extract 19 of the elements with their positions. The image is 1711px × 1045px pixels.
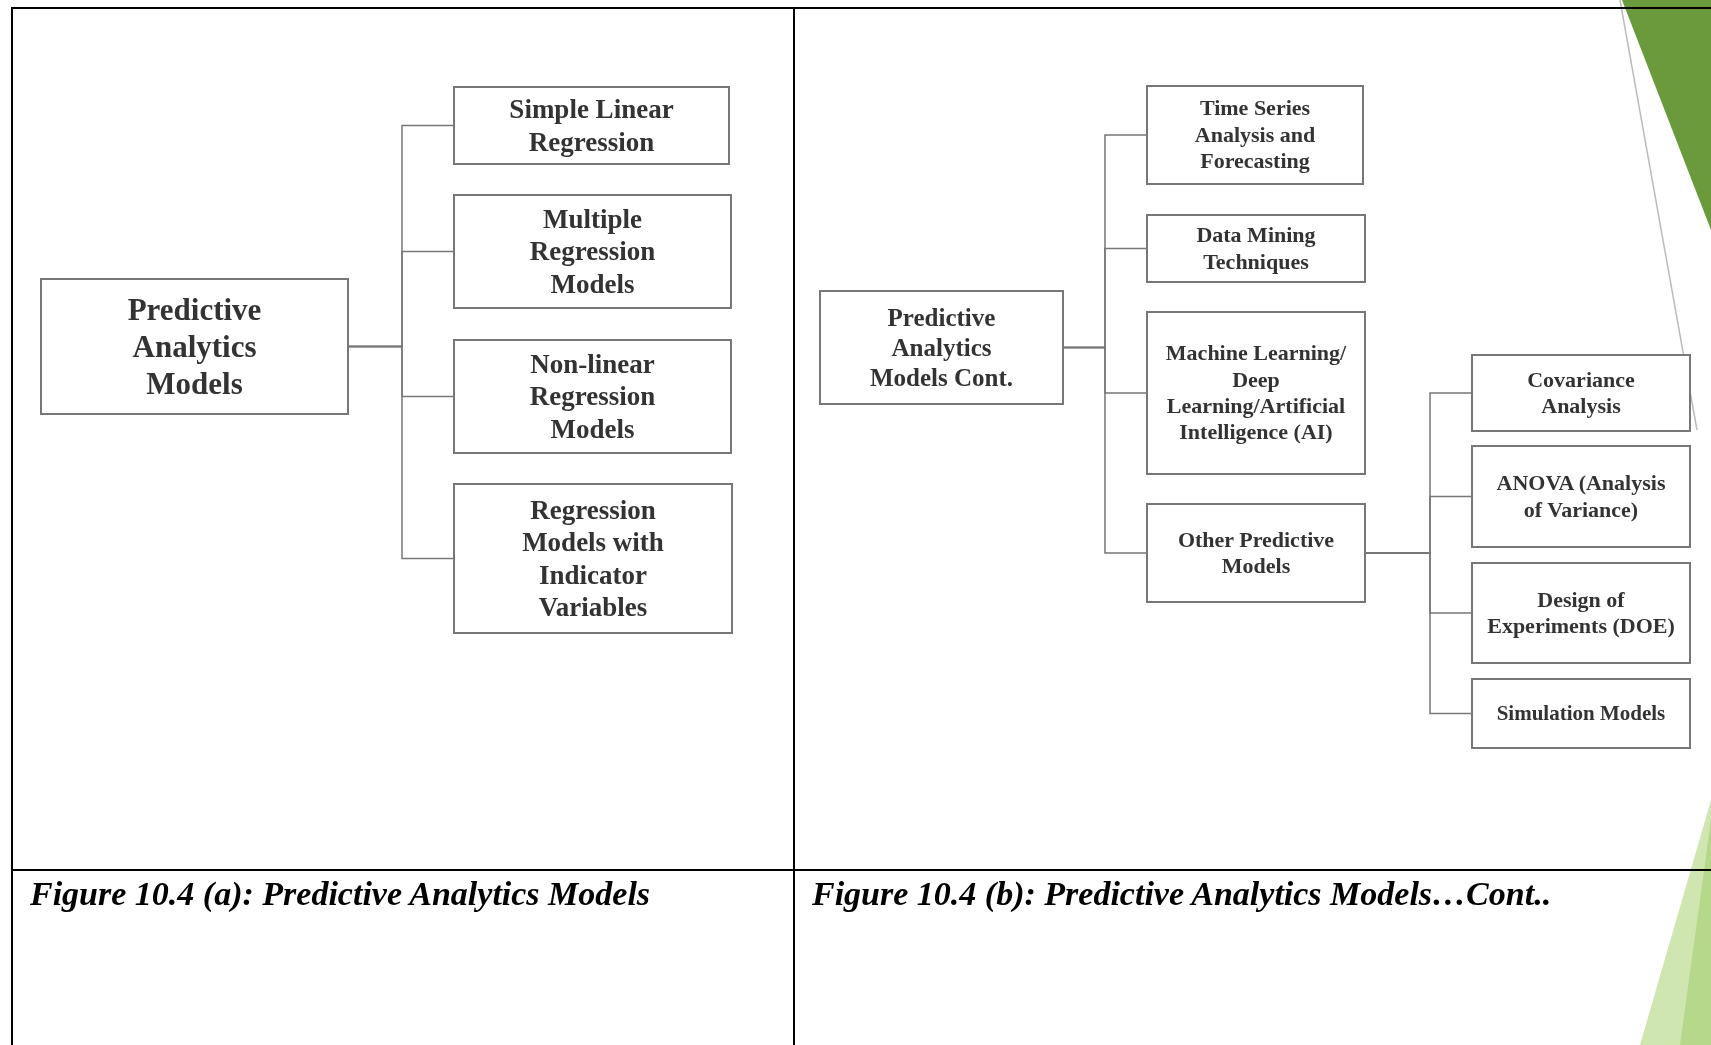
figure-caption: Figure 10.4 (a): Predictive Analytics Models (30, 874, 652, 914)
category-box: Predictive Analytics Models Cont. (819, 290, 1064, 405)
category-box: Regression Models with Indicator Variables (453, 483, 733, 634)
category-box: Simulation Models (1471, 678, 1691, 749)
category-box: Covariance Analysis (1471, 354, 1691, 432)
category-box: Other Predictive Models (1146, 503, 1366, 603)
category-box: Machine Learning/ Deep Learning/Artificial Intelligence (AI) (1146, 311, 1366, 475)
category-box: Multiple Regression Models (453, 194, 732, 309)
connector-line (1365, 552, 1472, 715)
category-box: Data Mining Techniques (1146, 214, 1366, 283)
category-box: Non-linear Regression Models (453, 339, 732, 454)
category-box: ANOVA (Analysis of Variance) (1471, 445, 1691, 548)
connector-line (348, 345, 454, 560)
category-box: Simple Linear Regression (453, 86, 730, 165)
category-box: Predictive Analytics Models (40, 278, 349, 415)
category-box: Design of Experiments (DOE) (1471, 562, 1691, 664)
category-box: Time Series Analysis and Forecasting (1146, 85, 1364, 185)
figure-caption: Figure 10.4 (b): Predictive Analytics Models…Cont.. (812, 874, 1553, 914)
connector-line (1063, 346, 1147, 554)
